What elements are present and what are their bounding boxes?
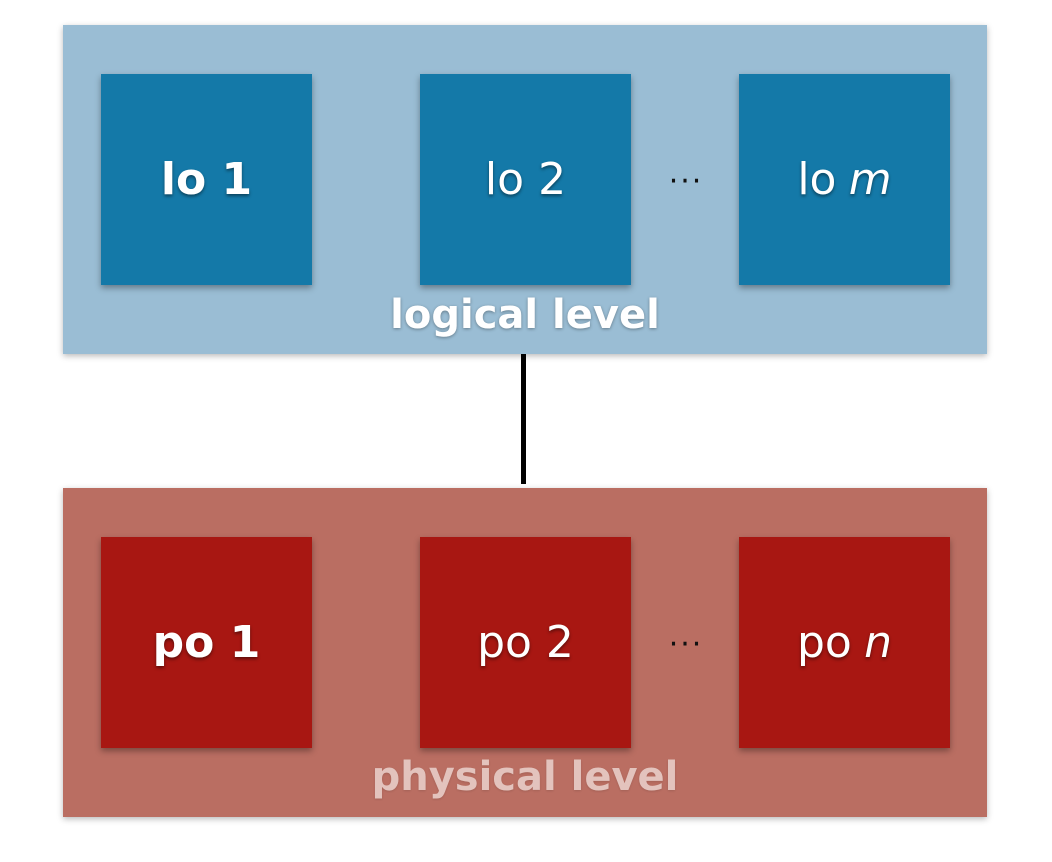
logical-ellipsis: ···	[668, 164, 704, 199]
logical-object-1-prefix: lo	[160, 154, 207, 205]
physical-level-label: physical level	[371, 754, 679, 800]
level-connector-line	[521, 354, 526, 484]
physical-ellipsis: ···	[668, 627, 704, 662]
physical-object-1-index: 1	[229, 617, 261, 668]
logical-object-m-index: m	[848, 154, 892, 205]
physical-object-2: po 2	[420, 537, 631, 748]
logical-object-m-prefix: lo	[797, 154, 837, 205]
physical-object-n-index: n	[864, 617, 893, 668]
logical-object-1-index: 1	[221, 154, 253, 205]
logical-object-1: lo 1	[101, 74, 312, 285]
logical-object-2-index: 2	[538, 154, 567, 205]
physical-object-1: po 1	[101, 537, 312, 748]
physical-object-2-index: 2	[545, 617, 574, 668]
logical-level-label: logical level	[390, 292, 660, 338]
physical-object-n-prefix: po	[796, 617, 852, 668]
logical-object-2-prefix: lo	[484, 154, 525, 205]
physical-object-1-prefix: po	[152, 617, 215, 668]
logical-object-2: lo 2	[420, 74, 631, 285]
physical-object-2-prefix: po	[477, 617, 532, 668]
